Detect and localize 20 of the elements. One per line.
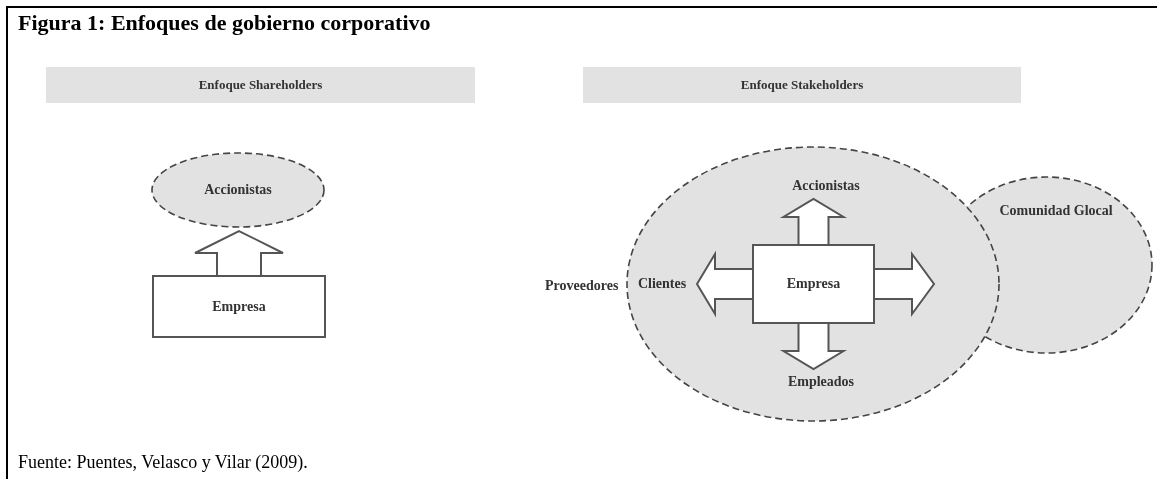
block-arrow — [874, 250, 936, 318]
block-arrow — [695, 250, 753, 318]
block-arrow — [779, 197, 848, 245]
figure-title: Figura 1: Enfoques de gobierno corporativo — [18, 10, 431, 36]
node-label: Empresa — [786, 275, 841, 293]
source-note: Fuente: Puentes, Velasco y Vilar (2009). — [18, 452, 308, 473]
process-box — [152, 275, 326, 338]
block-arrow — [194, 229, 284, 276]
stakeholder-label: Proveedores — [545, 277, 619, 295]
section-heading: Enfoque Stakeholders — [740, 76, 864, 94]
node-label: Accionistas — [204, 181, 272, 199]
node-label: Accionistas — [792, 177, 860, 195]
block-arrow — [779, 323, 848, 371]
header-band — [46, 67, 475, 103]
node-label: Clientes — [637, 275, 687, 293]
node-label: Empresa — [212, 297, 266, 316]
section-heading: Enfoque Shareholders — [198, 76, 323, 94]
center-box — [752, 244, 875, 324]
header-band — [583, 67, 1021, 103]
node-label: Empleados — [787, 373, 855, 391]
